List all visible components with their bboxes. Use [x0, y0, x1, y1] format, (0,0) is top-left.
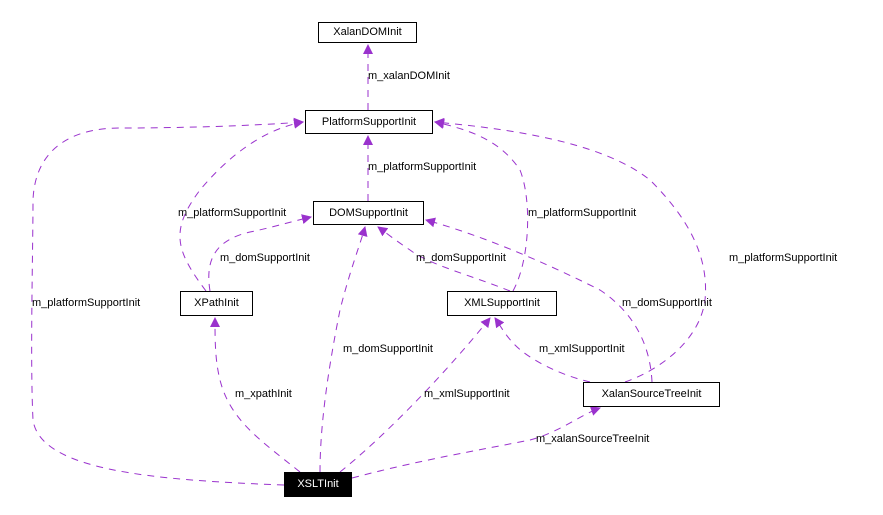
- edge-xsltinit-to-xpathinit: [210, 317, 301, 473]
- node-label: XPathInit: [194, 297, 239, 309]
- node-xpath-init[interactable]: XPathInit: [180, 291, 253, 316]
- edge-label-xpath-to-dom: m_domSupportInit: [220, 252, 310, 264]
- edge-xsltinit-to-platformsupportinit: [31, 117, 304, 486]
- node-label: DOMSupportInit: [329, 206, 408, 219]
- edge-xsltinit-to-xmlsupportinit: [339, 317, 491, 473]
- edge-xmlsupportinit-to-platformsupportinit: [434, 119, 529, 292]
- edge-label-xslt-to-xpath: m_xpathInit: [235, 388, 292, 400]
- edge-label-xslt-to-xst: m_xalanSourceTreeInit: [536, 433, 650, 445]
- edge-label-xml-to-platform: m_platformSupportInit: [528, 207, 637, 219]
- edge-label-xalan-dom-init: m_xalanDOMInit: [368, 70, 450, 82]
- edge-label-xslt-to-xml: m_xmlSupportInit: [424, 388, 510, 400]
- edge-xalansourcetreeinit-to-xmlsupportinit: [494, 317, 591, 383]
- edge-label-xml-to-dom: m_domSupportInit: [416, 252, 506, 264]
- edge-xmlsupportinit-to-domsupportinit: [377, 226, 511, 292]
- edge-xpathinit-to-domsupportinit: [208, 214, 312, 292]
- node-platform-support-init[interactable]: PlatformSupportInit: [305, 110, 433, 134]
- node-label: XMLSupportInit: [464, 297, 540, 309]
- node-xml-support-init[interactable]: XMLSupportInit: [447, 291, 557, 316]
- edge-label-xslt-to-platform: m_platformSupportInit: [32, 297, 141, 309]
- node-xalan-source-tree-init[interactable]: XalanSourceTreeInit: [583, 382, 720, 407]
- edge-xsltinit-to-domsupportinit: [319, 226, 368, 473]
- node-label: XSLTInit: [297, 478, 339, 490]
- node-xalan-dom-init[interactable]: XalanDOMInit: [318, 22, 417, 43]
- edge-xpathinit-to-platformsupportinit: [179, 118, 304, 292]
- edge-label-xslt-to-dom: m_domSupportInit: [343, 343, 433, 355]
- edge-xalansourcetreeinit-to-domsupportinit: [425, 217, 653, 383]
- node-label: XalanSourceTreeInit: [601, 388, 702, 400]
- node-xslt-init[interactable]: XSLTInit: [284, 472, 352, 497]
- edge-label-dom-to-platform: m_platformSupportInit: [368, 161, 477, 173]
- node-label: XalanDOMInit: [333, 26, 402, 38]
- edge-label-xst-to-xml: m_xmlSupportInit: [539, 343, 625, 355]
- edge-label-xst-to-dom: m_domSupportInit: [622, 297, 712, 309]
- node-label: PlatformSupportInit: [321, 115, 417, 128]
- edge-xalansourcetreeinit-to-platformsupportinit: [434, 117, 707, 383]
- edge-label-xst-to-platform: m_platformSupportInit: [729, 252, 838, 264]
- edge-label-xpath-to-platform: m_platformSupportInit: [178, 207, 287, 219]
- node-dom-support-init[interactable]: DOMSupportInit: [313, 201, 424, 225]
